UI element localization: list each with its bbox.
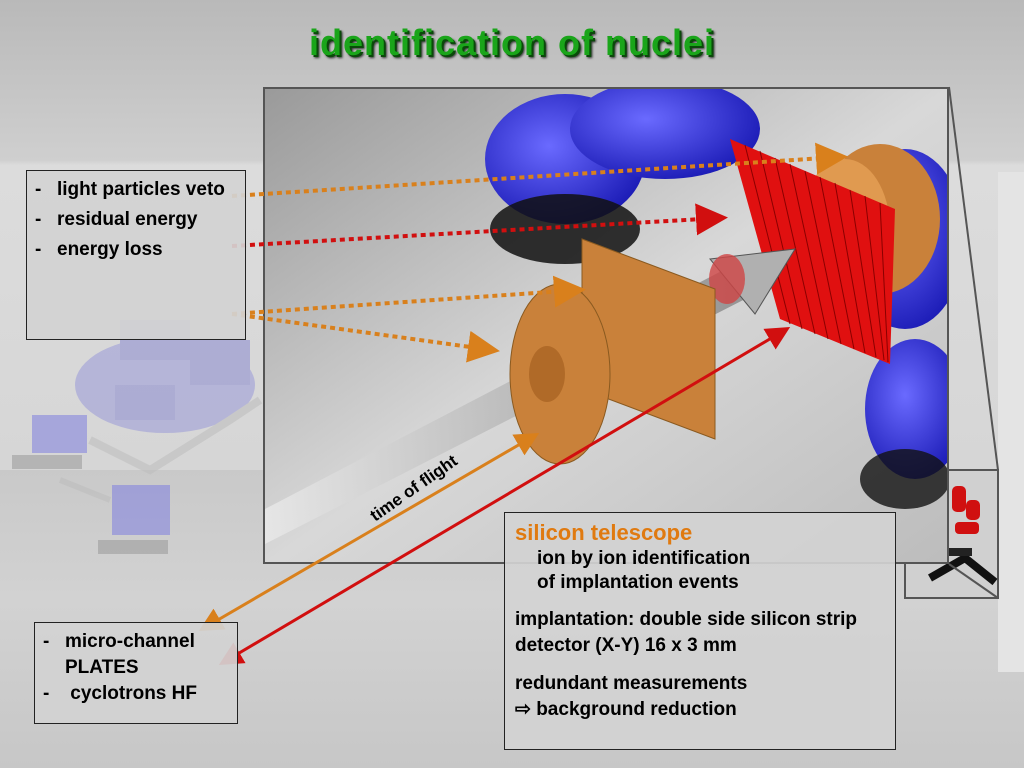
ion-identification-line2: of implantation events [537, 572, 739, 593]
silicon-telescope-box: silicon telescope ion by ion identificat… [504, 512, 896, 750]
magnet-bottom-right [865, 339, 947, 479]
list-item: - energy loss [35, 237, 245, 263]
cyclotrons-hf-text: cyclotrons HF [65, 683, 197, 704]
implantation-text: implantation: double side silicon strip … [515, 609, 858, 656]
list-item: - light particles veto [35, 177, 245, 203]
redundant-measurements-text: redundant measurements [515, 673, 748, 694]
background-reduction-line: ⇨ background reduction [515, 697, 885, 723]
arrow-right-icon: ⇨ [515, 699, 531, 720]
detector-functions-box: - light particles veto - residual energy… [26, 170, 246, 340]
ion-identification-line1: ion by ion identification [537, 548, 751, 569]
timing-sources-box: - micro-channel PLATES - cyclotrons HF [34, 622, 238, 724]
slide-title: identification of nuclei [308, 22, 715, 63]
residual-energy-text: residual energy [57, 209, 198, 230]
list-item: - micro-channel PLATES [43, 629, 237, 681]
micro-channel-plates-text: micro-channel PLATES [65, 631, 195, 678]
detector-rendering-svg [265, 89, 947, 562]
detector-rendering [263, 87, 949, 564]
energy-loss-text: energy loss [57, 239, 163, 260]
list-item: - residual energy [35, 207, 245, 233]
background-reduction-text: background reduction [536, 699, 737, 720]
light-particles-veto-text: light particles veto [57, 179, 225, 200]
list-item: - cyclotrons HF [43, 681, 237, 707]
silicon-telescope-title: silicon telescope [515, 520, 693, 545]
